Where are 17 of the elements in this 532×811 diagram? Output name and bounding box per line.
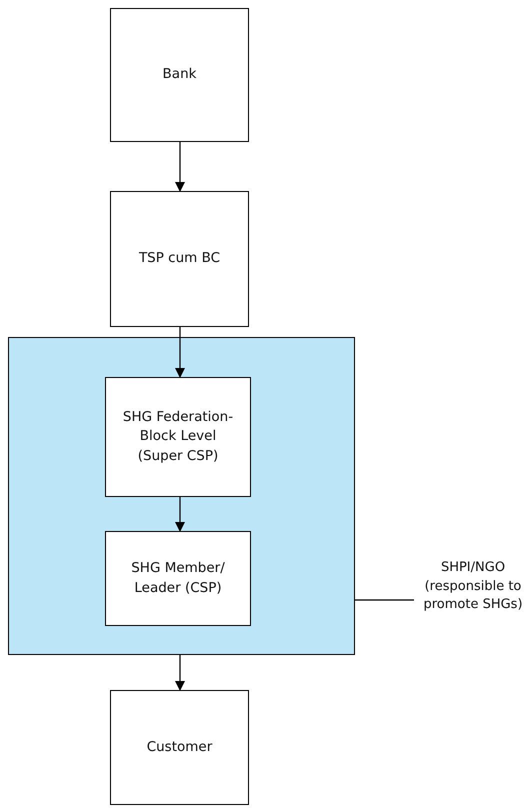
arrow (175, 327, 185, 378)
process-box (110, 191, 249, 327)
process-box (110, 690, 249, 805)
arrow (175, 655, 185, 691)
group-label: SHPI/NGO (responsible to promote SHGs) (422, 558, 524, 614)
box-label: SHG Federation- Block Level (Super CSP) (122, 408, 234, 466)
arrow (175, 497, 185, 532)
process-box (105, 377, 251, 497)
group-panel (8, 337, 355, 655)
box-label: SHG Member/ Leader (CSP) (130, 558, 226, 598)
box-label: Bank (162, 65, 198, 84)
box-label: Customer (146, 738, 214, 757)
arrow (175, 142, 185, 192)
leader-line (355, 599, 414, 601)
box-label: TSP cum BC (138, 249, 222, 268)
process-box (110, 8, 249, 142)
process-box (105, 531, 251, 626)
